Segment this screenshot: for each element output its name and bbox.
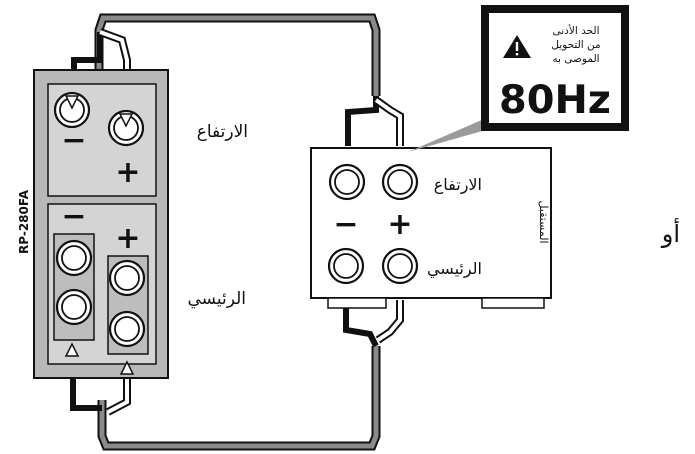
receiver-label: المستقبل [537, 200, 550, 243]
receiver-low-minus-terminal[interactable] [327, 247, 365, 285]
speaker-model-label: RP-280FA [17, 189, 31, 254]
speaker-low-plus-sign: + [115, 221, 140, 256]
note-line-2: من التحويل [551, 39, 600, 51]
receiver-high-label: الارتفاع [434, 175, 482, 195]
speaker-low-label: الرئيسي [188, 289, 246, 309]
or-label: أو [661, 218, 680, 248]
speaker-low-minus-top-terminal[interactable] [55, 239, 93, 277]
receiver-low-plus-terminal[interactable] [381, 247, 419, 285]
speaker-panel [33, 69, 169, 379]
warning-icon-dot [515, 53, 519, 56]
warning-icon-bar [515, 42, 519, 51]
receiver-plus-sign: + [387, 207, 412, 242]
receiver-minus-sign: − [333, 207, 358, 242]
callout-pointer [408, 112, 500, 152]
speaker-low-plus-bottom-terminal[interactable] [108, 310, 146, 348]
cable-high [71, 13, 404, 146]
speaker-high-minus-sign: − [61, 123, 86, 158]
receiver-low-label: الرئيسي [427, 259, 482, 279]
receiver-high-minus-terminal[interactable] [328, 163, 366, 201]
receiver-high-plus-terminal[interactable] [381, 163, 419, 201]
crossover-note [481, 5, 629, 131]
note-line-1: الحد الأدنى [553, 24, 600, 37]
speaker-low-plus-top-terminal[interactable] [108, 259, 146, 297]
frequency-label: 80Hz [499, 78, 611, 123]
note-line-3: الموصى به [552, 53, 599, 65]
speaker-low-minus-sign: − [61, 199, 86, 234]
cable-low [70, 300, 404, 451]
speaker-low-minus-bottom-terminal[interactable] [55, 288, 93, 326]
speaker-high-label: الارتفاع [197, 122, 248, 142]
speaker-high-plus-sign: + [115, 155, 140, 190]
